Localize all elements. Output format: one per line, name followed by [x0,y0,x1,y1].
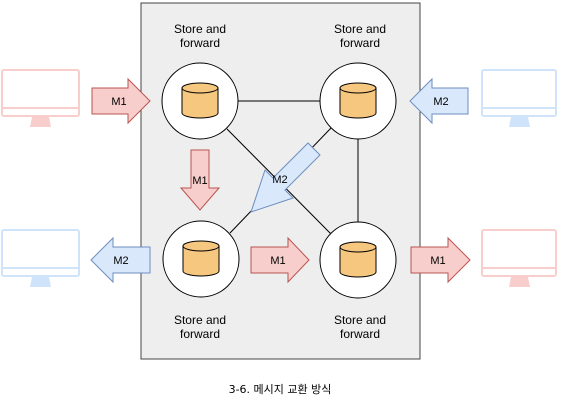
arrow-down-left: M1 [179,149,221,211]
arrow-out-bottom-right: M1 [410,236,471,284]
arrow-in-top-left-label: M1 [111,96,126,108]
database-icon [339,241,377,278]
arrow-down-left-label: M1 [192,175,207,187]
monitor-icon-top-left [1,69,80,127]
node-top-right-label-1: Store and [334,22,386,36]
node-bottom-right-label-1: Store and [334,313,386,327]
arrow-middle-bottom: M1 [250,236,310,284]
arrow-out-bottom-left: M2 [90,236,151,284]
node-top-right-label-2: forward [340,36,380,50]
node-bottom-right-label-2: forward [340,327,380,341]
arrow-out-bottom-right-label: M1 [430,255,445,267]
node-bottom-left [162,220,240,298]
arrow-in-top-right-label: M2 [433,96,448,108]
node-top-left-label-2: forward [180,36,220,50]
monitor-icon-bottom-left [1,229,80,287]
monitor-icon-top-right [481,69,557,127]
node-bottom-right [319,221,397,299]
arrow-diagonal-label: M2 [272,174,287,186]
arrow-out-bottom-left-label: M2 [113,255,128,267]
database-icon [181,82,219,119]
monitor-icon-bottom-right [481,229,557,287]
node-bottom-left-label-2: forward [180,327,220,341]
arrow-diagonal: M2 [250,142,321,213]
node-top-left [161,62,239,140]
database-icon [182,240,220,277]
node-top-left-label-1: Store and [174,22,226,36]
figure-caption: 3-6. 메시지 교환 방식 [229,383,332,396]
database-icon [339,82,377,119]
arrow-in-top-right: M2 [409,77,469,125]
arrow-in-top-left: M1 [91,77,151,125]
arrow-middle-bottom-label: M1 [270,255,285,267]
node-top-right [319,62,397,140]
node-bottom-left-label-1: Store and [174,313,226,327]
